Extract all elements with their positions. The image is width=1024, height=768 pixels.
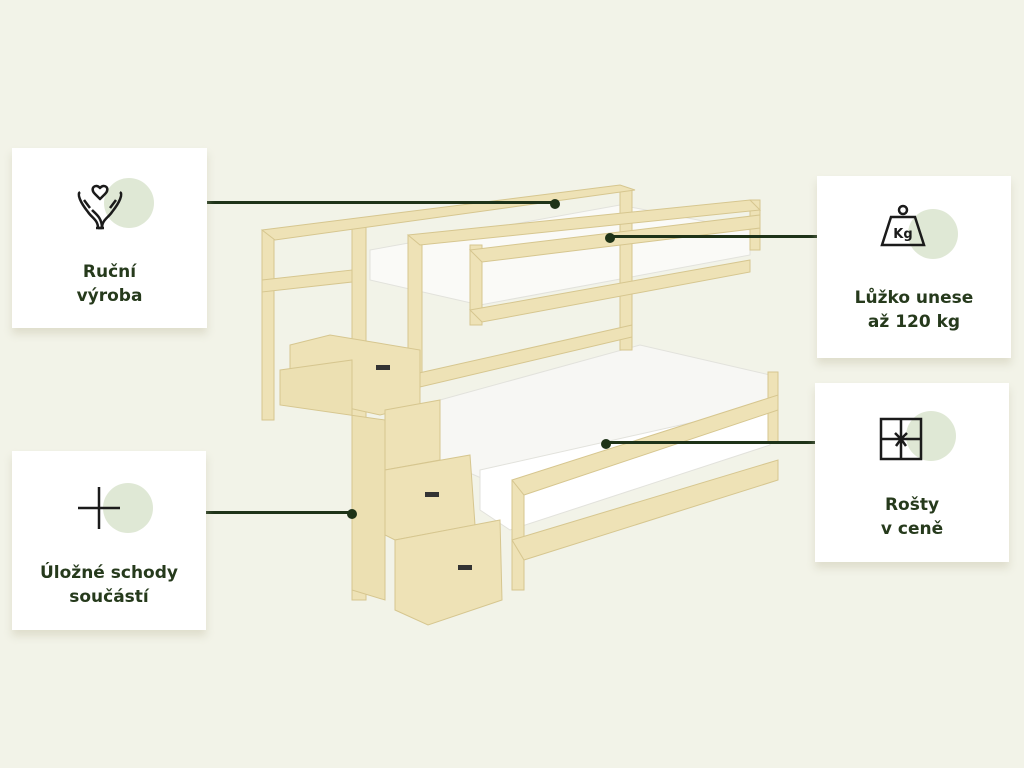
hands-heart-icon xyxy=(74,176,154,236)
plus-icon xyxy=(73,479,153,539)
connector-dot-slats xyxy=(601,438,611,449)
feature-card-handmade: Ruční výroba xyxy=(12,148,207,328)
feature-label: Úložné schody součástí xyxy=(40,563,178,607)
feature-card-capacity: Kg Lůžko unese až 120 kg xyxy=(817,176,1011,358)
connector-line-stairs xyxy=(170,511,352,514)
feature-label: Rošty v ceně xyxy=(880,495,944,539)
connector-dot-handmade xyxy=(550,198,560,209)
connector-line-slats xyxy=(606,441,856,444)
svg-text:Kg: Kg xyxy=(893,227,912,242)
connector-line-handmade xyxy=(176,201,556,204)
feature-label: Lůžko unese až 120 kg xyxy=(854,288,974,332)
connector-line-capacity xyxy=(610,235,856,238)
connector-dot-capacity xyxy=(605,232,615,243)
feature-card-slats: Rošty v ceně xyxy=(815,383,1009,562)
feature-card-stairs: Úložné schody součástí xyxy=(12,451,206,630)
connector-dot-stairs xyxy=(347,508,357,519)
gift-box-icon xyxy=(876,411,956,471)
feature-label: Ruční výroba xyxy=(76,262,143,306)
kg-weight-icon: Kg xyxy=(878,204,958,264)
